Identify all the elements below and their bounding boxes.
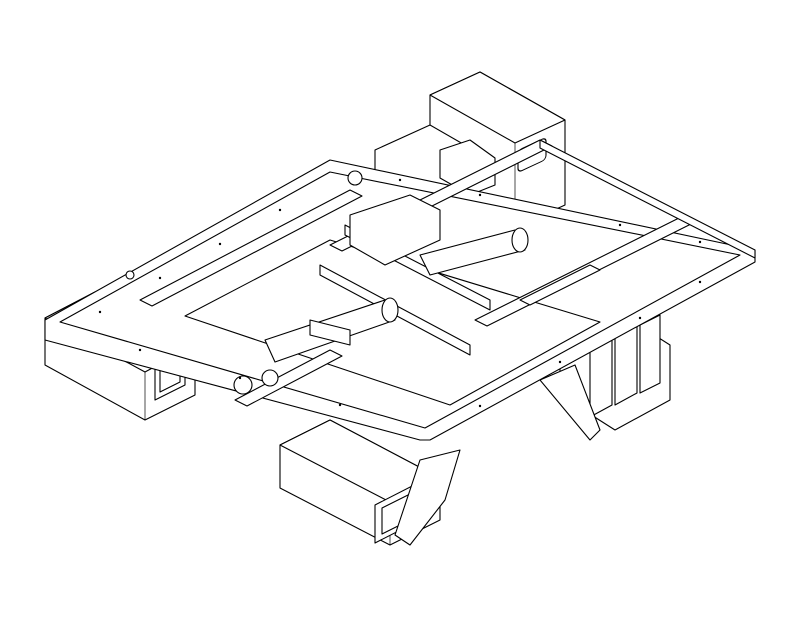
rivets: [98, 178, 702, 408]
bottom-container-block: [279, 419, 461, 546]
outer-frame: [44, 159, 756, 441]
axles: [125, 170, 529, 395]
hitch-mechanism: [539, 309, 671, 441]
